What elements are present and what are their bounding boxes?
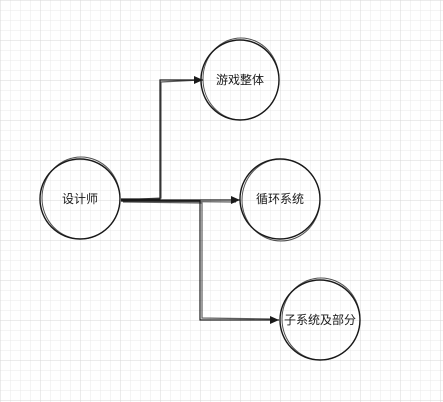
- node-designer[interactable]: 设计师: [39, 156, 121, 240]
- edge-designer-to-subsystems[interactable]: [121, 200, 279, 324]
- node-game[interactable]: 游戏整体: [200, 37, 280, 121]
- node-label: 循环系统: [256, 192, 304, 206]
- node-label: 子系统及部分: [284, 312, 356, 327]
- node-label: 游戏整体: [216, 72, 264, 87]
- node-subsystems[interactable]: 子系统及部分: [279, 277, 361, 361]
- edge-designer-to-game[interactable]: [120, 76, 203, 201]
- node-loop[interactable]: 循环系统: [239, 158, 321, 242]
- node-label: 设计师: [62, 192, 98, 206]
